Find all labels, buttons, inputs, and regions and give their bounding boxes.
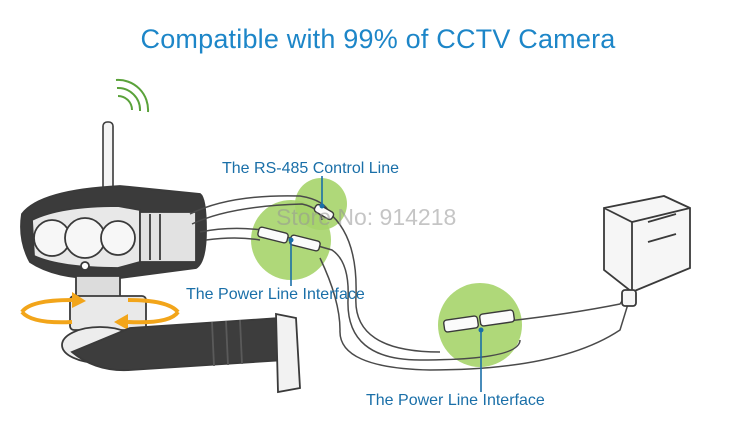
wifi-signal-icon [115, 78, 150, 113]
highlight-circle-connector-right [438, 283, 522, 367]
page-title: Compatible with 99% of CCTV Camera [140, 24, 616, 54]
store-watermark: Store No: 914218 [276, 204, 457, 230]
rotate-arrowhead-icon [114, 314, 128, 330]
antenna-icon [102, 121, 114, 195]
power-line-interface-label-right: The Power Line Interface [366, 392, 545, 409]
bracket-arm-icon [70, 312, 301, 394]
leader-dots [288, 203, 484, 333]
power-adapter-icon [603, 195, 691, 307]
rs485-control-line-label: The RS-485 Control Line [222, 160, 399, 177]
leader-lines [290, 176, 482, 392]
power-connector-left-icon [257, 226, 321, 252]
power-line-interface-label-left: The Power Line Interface [186, 286, 365, 303]
power-connector-right-icon [443, 309, 515, 333]
rotate-arrow-icon [20, 298, 180, 325]
rotate-arrowhead-icon [72, 292, 86, 308]
rs485-connector-icon [313, 203, 335, 221]
